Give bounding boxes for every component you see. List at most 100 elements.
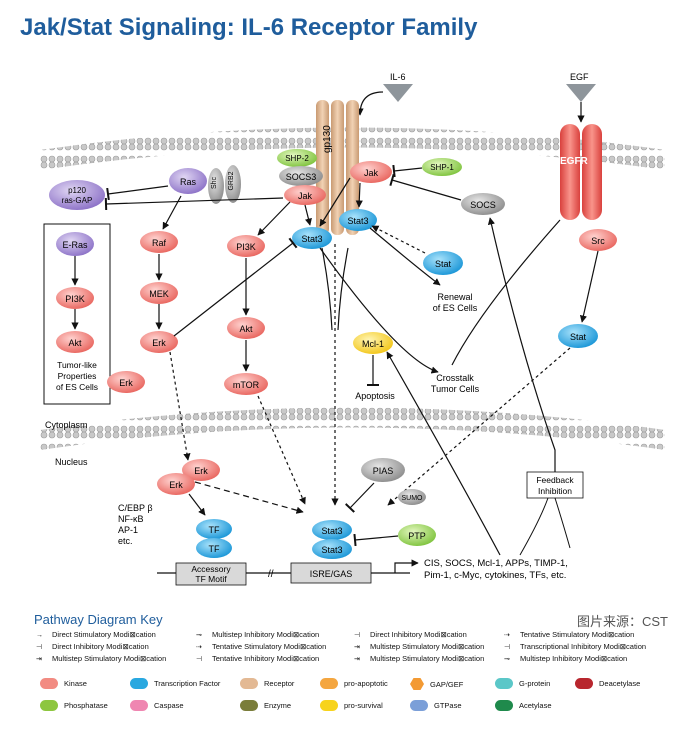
renewal-label: Renewal of ES Cells (433, 292, 478, 313)
svg-text:Erk: Erk (152, 338, 166, 348)
mtor-node: mTOR (224, 373, 268, 395)
key-line: →Direct Stimulatory Modi⊠cation (36, 630, 156, 639)
legend-swatch (40, 678, 58, 689)
svg-text:Stat: Stat (435, 259, 452, 269)
legend-swatch (130, 678, 148, 689)
tumor-like-label: Tumor-like Properties of ES Cells (56, 360, 98, 392)
crosstalk-label: Crosstalk Tumor Cells (431, 373, 480, 394)
shp2-node: SHP-2 (277, 149, 317, 167)
akt-box-node: Akt (56, 331, 94, 353)
svg-text:Raf: Raf (152, 238, 167, 248)
erk-n1-node: Erk (182, 459, 220, 481)
svg-text:Properties: Properties (58, 371, 97, 381)
svg-text:Pim-1, c-Myc, cytokines, TFs,: Pim-1, c-Myc, cytokines, TFs, etc. (424, 570, 566, 581)
legend: Kinase Transcription Factor Receptor pro… (0, 676, 700, 726)
ras-node: Ras (169, 168, 207, 194)
svg-text:gp130: gp130 (322, 125, 333, 153)
key-line: ⊣Tentative Inhibitory Modi⊠cation (196, 654, 320, 663)
stat3-n1-node: Stat3 (312, 520, 352, 540)
apoptosis-label: Apoptosis (355, 391, 395, 401)
legend-item: GTPase (410, 700, 462, 711)
legend-item: Deacetylase (575, 678, 640, 689)
isre-gas-box (290, 562, 372, 584)
stat3-n2-node: Stat3 (312, 539, 352, 559)
socs-node: SOCS (461, 193, 505, 215)
legend-swatch (575, 678, 593, 689)
mek-node: MEK (140, 282, 178, 304)
svg-text:TF Motif: TF Motif (195, 574, 227, 584)
svg-text:Feedback: Feedback (536, 475, 574, 485)
svg-text:of ES Cells: of ES Cells (56, 382, 98, 392)
page-title: Jak/Stat Signaling: IL-6 Receptor Family (20, 14, 478, 41)
il6-ligand (383, 84, 413, 102)
svg-text:SHP-2: SHP-2 (285, 154, 309, 163)
ptp-node: PTP (398, 524, 436, 546)
svg-text:Shc: Shc (211, 176, 218, 189)
key-line: ⊸Multistep Inhibitory Modi⊠cation (504, 654, 628, 663)
legend-item: Receptor (240, 678, 294, 689)
svg-text:Stat3: Stat3 (321, 545, 342, 555)
svg-text:ISRE/GAS: ISRE/GAS (310, 569, 353, 579)
nucleus-label: Nucleus (55, 457, 88, 467)
svg-text:SUMO: SUMO (402, 495, 424, 502)
src-node: Src (579, 229, 617, 251)
key-line: ⊣Direct Inhibitory Modi⊠cation (354, 630, 467, 639)
svg-text:E-Ras: E-Ras (62, 240, 88, 250)
legend-swatch (495, 700, 513, 711)
accessory-tf-motif (175, 562, 247, 586)
key-line: ⇥Multistep Stimulatory Modi⊠cation (36, 654, 167, 663)
raf-node: Raf (140, 231, 178, 253)
svg-text:EGFR: EGFR (560, 156, 589, 167)
key-line: ⊣Transcriptional Inhibitory Modi⊠cation (504, 642, 647, 651)
key-line: ⇥Multistep Stimulatory Modi⊠cation (354, 654, 485, 663)
plasma-membrane (40, 127, 665, 170)
svg-text:Erk: Erk (169, 480, 183, 490)
tf2-node: TF (196, 538, 232, 558)
legend-swatch (495, 678, 513, 689)
svg-text:Stat3: Stat3 (347, 216, 368, 226)
svg-text:CIS, SOCS, Mcl-1, APPs, TIMP-1: CIS, SOCS, Mcl-1, APPs, TIMP-1, (424, 558, 568, 569)
svg-text:Akt: Akt (68, 338, 82, 348)
legend-item: G-protein (495, 678, 550, 689)
key-line: ⇢Tentative Stimulatory Modi⊠cation (196, 642, 327, 651)
eras-box (43, 223, 111, 405)
svg-text:PI3K: PI3K (236, 242, 256, 252)
legend-swatch (320, 700, 338, 711)
svg-text:Crosstalk: Crosstalk (436, 373, 474, 383)
svg-text:GRB2: GRB2 (228, 171, 235, 190)
svg-text:Erk: Erk (119, 378, 133, 388)
cebp-labels: C/EBP β NF-κB AP-1 etc. (118, 503, 153, 546)
mcl1-node: Mcl-1 (353, 332, 393, 354)
legend-item: pro-survival (320, 700, 383, 711)
svg-text:Inhibition: Inhibition (538, 486, 572, 496)
legend-item: Transcription Factor (130, 678, 220, 689)
svg-text:SOCS: SOCS (470, 200, 496, 210)
legend-swatch (240, 678, 258, 689)
stat-mid-node: Stat (423, 251, 463, 275)
legend-item: Phosphatase (40, 700, 108, 711)
legend-swatch (240, 700, 258, 711)
egfr-receptor: EGFR (560, 124, 602, 220)
svg-text:etc.: etc. (118, 536, 133, 546)
svg-text:Erk: Erk (194, 466, 208, 476)
svg-text:Stat: Stat (570, 332, 587, 342)
il6-label: IL-6 (390, 72, 406, 82)
key-line: ⊸Multistep Inhibitory Modi⊠cation (196, 630, 320, 639)
svg-text:PI3K: PI3K (65, 294, 85, 304)
svg-text:TF: TF (209, 544, 220, 554)
pathway-diagram: Cytoplasm Nucleus IL-6 EGF gp130 EGFR SH… (40, 72, 665, 586)
svg-text:Stat3: Stat3 (321, 526, 342, 536)
legend-item: Caspase (130, 700, 184, 711)
target-genes-label: CIS, SOCS, Mcl-1, APPs, TIMP-1, Pim-1, c… (424, 558, 568, 581)
svg-text:Jak: Jak (298, 191, 313, 201)
stat3-b-node: Stat3 (292, 227, 332, 249)
akt-node: Akt (227, 317, 265, 339)
legend-swatch (40, 700, 58, 711)
nuclear-membrane (40, 407, 665, 450)
svg-text:TF: TF (209, 525, 220, 535)
eras-node: E-Ras (56, 232, 94, 256)
stat-right-node: Stat (558, 324, 598, 348)
svg-text:SHP-1: SHP-1 (430, 163, 454, 172)
erk1-node: Erk (140, 331, 178, 353)
svg-text:C/EBP β: C/EBP β (118, 503, 153, 513)
